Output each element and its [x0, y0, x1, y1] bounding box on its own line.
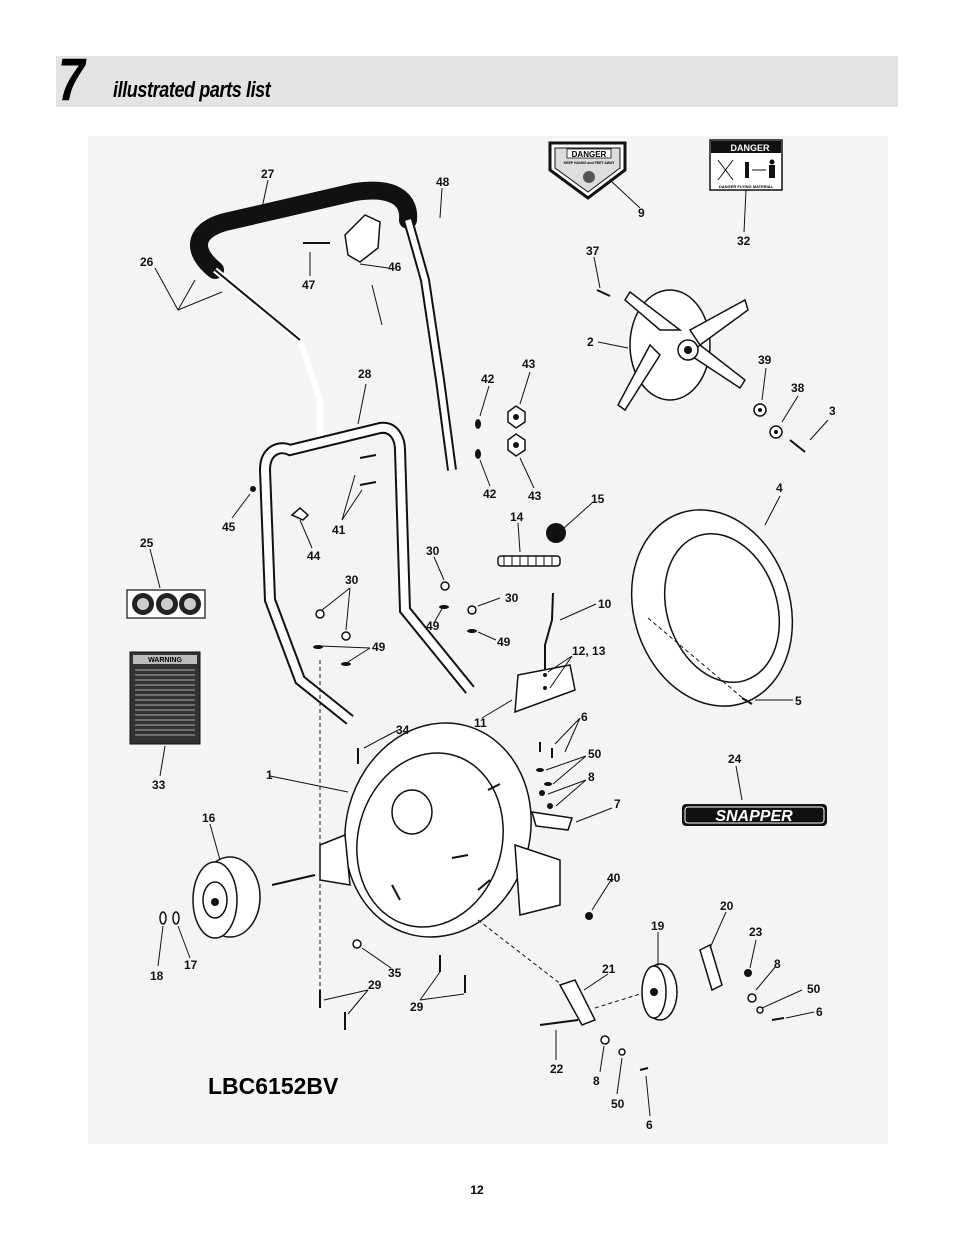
callout-19: 19 — [651, 919, 665, 933]
callout-29-left: 29 — [368, 978, 382, 992]
callout-2: 2 — [587, 335, 594, 349]
callout-49-b: 49 — [372, 640, 386, 654]
danger-decal-keep-hands: DANGER KEEP HANDS and FEET AWAY — [548, 141, 627, 200]
section-header-bar — [56, 56, 898, 107]
callout-11: 11 — [474, 716, 487, 730]
model-number: LBC6152BV — [208, 1073, 339, 1099]
impeller — [596, 289, 806, 453]
callout-29-right: 29 — [410, 1000, 424, 1014]
callout-10: 10 — [598, 597, 612, 611]
page-number: 12 — [470, 1183, 484, 1197]
callout-46: 46 — [388, 260, 402, 274]
handle-bracket — [303, 214, 383, 326]
callout-34: 34 — [396, 723, 410, 737]
callout-5: 5 — [795, 694, 802, 708]
callout-8-right: 8 — [774, 957, 781, 971]
callout-6-top: 6 — [581, 710, 588, 724]
nuts-and-washers — [313, 581, 477, 666]
callout-43-top: 43 — [522, 357, 536, 371]
callout-50-bottom: 50 — [611, 1097, 625, 1111]
callout-9: 9 — [638, 206, 645, 220]
callout-37: 37 — [586, 244, 600, 258]
callout-41: 41 — [332, 523, 346, 537]
callout-33: 33 — [152, 778, 166, 792]
callout-3: 3 — [829, 404, 836, 418]
callout-12-13: 12, 13 — [572, 644, 606, 658]
danger-decal-flying-subtitle: DANGER FLYING MATERIAL — [719, 184, 774, 189]
callout-8-bottom: 8 — [593, 1074, 600, 1088]
upper-handle — [190, 181, 457, 471]
danger-decal-keep-hands-subtitle: KEEP HANDS and FEET AWAY — [564, 161, 615, 165]
callout-22: 22 — [550, 1062, 564, 1076]
danger-decal-keep-hands-title: DANGER — [572, 150, 607, 159]
lower-handle-frame — [258, 421, 475, 725]
callout-21: 21 — [602, 962, 616, 976]
callout-49-c: 49 — [497, 635, 511, 649]
assembly-line-right — [477, 919, 563, 986]
callout-20: 20 — [720, 899, 734, 913]
callout-42-bottom: 42 — [483, 487, 497, 501]
warning-decal: WARNING — [129, 651, 201, 745]
right-wheel — [539, 943, 785, 1071]
callout-25: 25 — [140, 536, 154, 550]
callout-7: 7 — [614, 797, 621, 811]
callout-6-right: 6 — [816, 1005, 823, 1019]
callout-6-bottom: 6 — [646, 1118, 653, 1132]
callout-24: 24 — [728, 752, 742, 766]
callout-39: 39 — [758, 353, 772, 367]
ppe-decal — [126, 589, 206, 619]
callout-47: 47 — [302, 278, 316, 292]
blower-housing — [319, 722, 561, 938]
callout-48: 48 — [436, 175, 450, 189]
callout-30-c: 30 — [505, 591, 519, 605]
callout-1: 1 — [266, 768, 273, 782]
callout-40: 40 — [607, 871, 621, 885]
callout-18: 18 — [150, 969, 164, 983]
callout-17: 17 — [184, 958, 198, 972]
damper-assembly — [497, 523, 576, 714]
callout-30-b: 30 — [345, 573, 359, 587]
callout-32: 32 — [737, 234, 751, 248]
callout-50-right: 50 — [807, 982, 821, 996]
callout-23: 23 — [749, 925, 763, 939]
callout-38: 38 — [791, 381, 805, 395]
callout-15: 15 — [591, 492, 605, 506]
leader-lines — [149, 179, 829, 1117]
brand-decal-text: SNAPPER — [715, 808, 793, 825]
callout-42-top: 42 — [481, 372, 495, 386]
callout-8-top: 8 — [588, 770, 595, 784]
callout-4: 4 — [776, 481, 783, 495]
callout-44: 44 — [307, 549, 321, 563]
callout-16: 16 — [202, 811, 216, 825]
callout-labels: 27 48 26 47 46 9 32 37 2 39 38 3 28 42 4… — [140, 167, 836, 1132]
callout-43-bottom: 43 — [528, 489, 542, 503]
callout-50-top: 50 — [588, 747, 602, 761]
danger-decal-flying-title: DANGER — [730, 143, 770, 153]
callout-49-a: 49 — [426, 619, 440, 633]
section-number: 7 — [58, 46, 85, 113]
callout-27: 27 — [261, 167, 275, 181]
callout-45: 45 — [222, 520, 236, 534]
section-title: illustrated parts list — [113, 77, 271, 102]
callout-14: 14 — [510, 510, 524, 524]
knob-assemblies — [250, 405, 526, 521]
callout-26: 26 — [140, 255, 154, 269]
warning-decal-title: WARNING — [148, 657, 182, 664]
misc-fasteners — [319, 742, 593, 1030]
callout-35: 35 — [388, 966, 402, 980]
left-wheel — [159, 856, 316, 939]
callout-30-a: 30 — [426, 544, 440, 558]
danger-decal-flying-material: DANGER DANGER FLYING MATERIAL — [709, 139, 783, 191]
brand-decal: SNAPPER — [682, 804, 827, 826]
callout-28: 28 — [358, 367, 372, 381]
housing-cover — [630, 509, 794, 707]
